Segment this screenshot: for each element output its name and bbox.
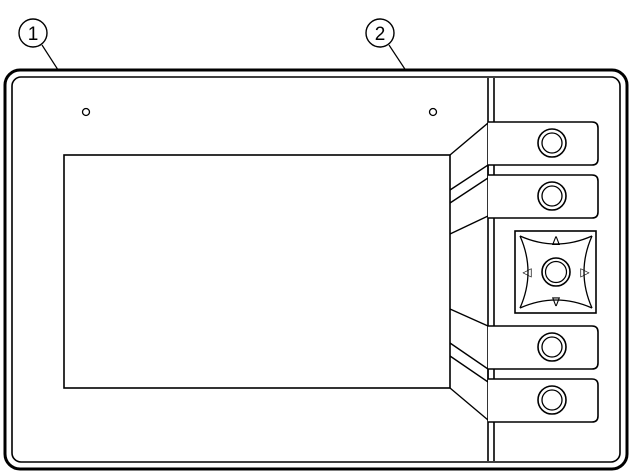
dpad-center-button[interactable] bbox=[541, 257, 571, 287]
softkey-button-4[interactable] bbox=[488, 378, 599, 423]
softkey-button-1[interactable] bbox=[488, 121, 599, 166]
directional-pad[interactable]: ∆ ∇ ◁ ▷ bbox=[514, 230, 597, 314]
led-indicator-2 bbox=[428, 107, 438, 117]
led-indicator-1 bbox=[81, 107, 91, 117]
dpad-segment-lines bbox=[519, 235, 593, 309]
callout-1-circle bbox=[18, 18, 48, 48]
callout-2-label: 2 bbox=[375, 24, 386, 45]
dpad-up-arrow[interactable]: ∆ bbox=[551, 234, 561, 248]
softkey-button-2[interactable] bbox=[488, 174, 599, 219]
callout-2-circle bbox=[365, 18, 395, 48]
display-screen bbox=[63, 154, 451, 389]
softkey-button-3[interactable] bbox=[488, 325, 599, 370]
dpad-down-arrow[interactable]: ∇ bbox=[551, 295, 561, 309]
dpad-left-arrow[interactable]: ◁ bbox=[521, 265, 531, 279]
housing-inner bbox=[11, 76, 621, 463]
callout-1-label: 1 bbox=[28, 24, 39, 45]
screen-bevel-lines bbox=[449, 122, 489, 421]
dpad-center-ring bbox=[544, 260, 568, 284]
dpad-right-arrow[interactable]: ▷ bbox=[580, 265, 590, 279]
